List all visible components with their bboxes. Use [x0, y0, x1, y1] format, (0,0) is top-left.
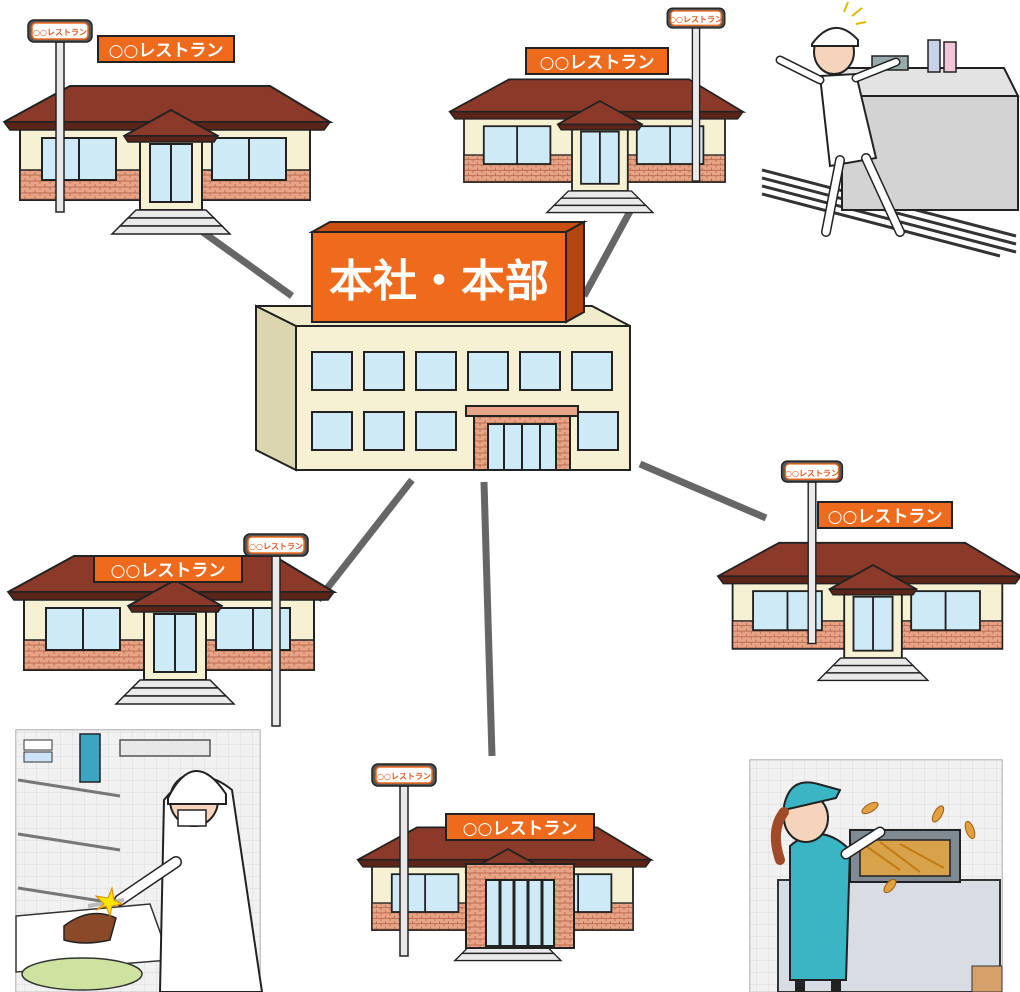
connector-top-right — [580, 202, 638, 298]
pole-sign-5: ○○レストラン — [377, 772, 431, 781]
restaurant-sign-4: ○○レストラン — [828, 507, 943, 527]
restaurant-sign-1: ○○レストラン — [109, 41, 224, 61]
restaurant-sign-2: ○○レストラン — [540, 53, 655, 73]
connector-lines — [169, 202, 768, 757]
pole-sign-4: ○○レストラン — [785, 469, 839, 478]
restaurant-middle-left: ○○レストラン ○○レストラン — [7, 533, 335, 727]
knife-cut-scene — [15, 729, 264, 992]
restaurant-sign-3: ○○レストラン — [111, 561, 226, 581]
connector-right — [638, 460, 768, 522]
pole-sign-2: ○○レストラン — [669, 15, 723, 24]
headquarters-building: 本社・本部 — [255, 220, 631, 472]
restaurant-sign-5: ○○レストラン — [463, 819, 578, 839]
restaurant-top-left: ○○レストラン ○○レストラン — [3, 19, 331, 235]
slip-fall-scene — [760, 1, 1020, 262]
restaurant-top-right: ○○レストラン ○○レストラン — [448, 7, 744, 214]
restaurant-middle-right: ○○レストラン ○○レストラン — [716, 460, 1020, 682]
fryer-burn-scene — [749, 759, 1003, 992]
pole-sign-1: ○○レストラン — [33, 28, 87, 37]
connector-bottom — [480, 481, 496, 757]
restaurant-bottom: ○○レストラン ○○レストラン — [356, 763, 652, 962]
connector-bottom-left — [315, 477, 415, 603]
pole-sign-3: ○○レストラン — [249, 542, 303, 551]
headquarters-label: 本社・本部 — [329, 256, 549, 307]
